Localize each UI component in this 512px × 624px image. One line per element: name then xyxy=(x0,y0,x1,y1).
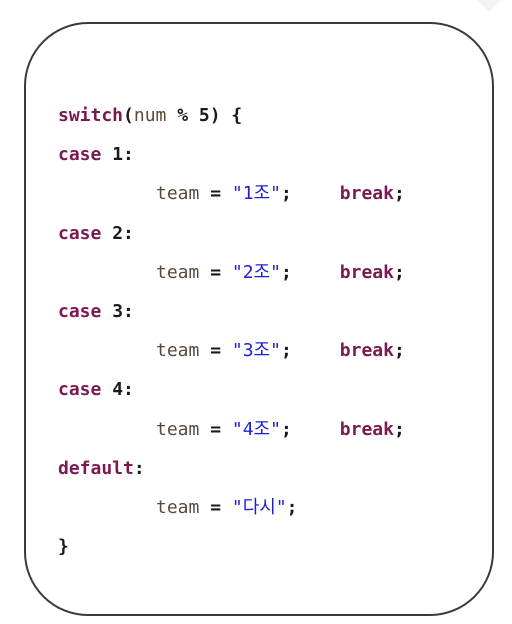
switch-variable: num xyxy=(133,105,167,126)
case-body-line: team = "1조";break; xyxy=(58,174,405,213)
case-colon: : xyxy=(123,222,134,244)
break-keyword: break xyxy=(339,340,394,362)
string-literal: "2조" xyxy=(231,261,281,283)
code-card: switch(num % 5) { case 1: team = "1조";br… xyxy=(24,22,494,616)
semicolon: ; xyxy=(280,183,292,205)
semicolon: ; xyxy=(286,496,298,518)
switch-line: switch(num % 5) { xyxy=(58,96,405,135)
semicolon: ; xyxy=(280,340,292,362)
code-block: switch(num % 5) { case 1: team = "1조";br… xyxy=(58,96,405,566)
case-number: 1 xyxy=(112,144,124,166)
case-number: 3 xyxy=(112,300,124,322)
semicolon: ; xyxy=(280,418,292,440)
string-literal: "다시" xyxy=(231,496,287,518)
assign-variable: team xyxy=(156,261,200,283)
assign-operator: = xyxy=(199,418,232,440)
case-keyword: case xyxy=(58,379,102,401)
assign-variable: team xyxy=(156,496,200,518)
case-body-line: team = "3조";break; xyxy=(58,331,405,370)
case-colon: : xyxy=(123,300,134,322)
assign-variable: team xyxy=(156,418,200,440)
break-keyword: break xyxy=(339,418,394,440)
string-literal: "4조" xyxy=(231,418,281,440)
semicolon: ; xyxy=(280,261,292,283)
case-keyword: case xyxy=(58,222,102,244)
open-brace: { xyxy=(220,105,243,126)
open-paren: ( xyxy=(123,105,134,126)
case-body-line: team = "4조";break; xyxy=(58,410,405,449)
switch-keyword: switch xyxy=(58,105,124,126)
default-colon: : xyxy=(133,457,145,479)
modulo-number: 5 xyxy=(198,105,210,126)
case-line: case 2: xyxy=(58,214,405,253)
assign-operator: = xyxy=(199,340,232,362)
corner-decoration xyxy=(476,0,502,12)
case-keyword: case xyxy=(58,144,102,166)
case-colon: : xyxy=(123,144,134,166)
assign-variable: team xyxy=(156,183,200,205)
assign-operator: = xyxy=(199,496,232,518)
break-keyword: break xyxy=(339,261,394,283)
break-keyword: break xyxy=(339,183,394,205)
assign-operator: = xyxy=(199,261,232,283)
modulo-operator: % xyxy=(166,105,199,126)
semicolon: ; xyxy=(393,340,405,362)
default-body-line: team = "다시"; xyxy=(58,488,405,527)
case-number: 2 xyxy=(112,222,124,244)
case-line: case 4: xyxy=(58,370,405,409)
case-line: case 1: xyxy=(58,135,405,174)
case-colon: : xyxy=(123,379,134,401)
closing-brace-line: } xyxy=(58,527,405,566)
case-number: 4 xyxy=(112,379,124,401)
string-literal: "1조" xyxy=(231,183,281,205)
semicolon: ; xyxy=(393,183,405,205)
close-brace: } xyxy=(58,536,69,558)
case-line: case 3: xyxy=(58,292,405,331)
semicolon: ; xyxy=(393,261,405,283)
default-line: default: xyxy=(58,449,405,488)
semicolon: ; xyxy=(393,418,405,440)
case-keyword: case xyxy=(58,300,102,322)
case-body-line: team = "2조";break; xyxy=(58,253,405,292)
close-paren: ) xyxy=(209,105,221,126)
assign-operator: = xyxy=(199,183,232,205)
string-literal: "3조" xyxy=(231,340,281,362)
assign-variable: team xyxy=(156,340,200,362)
default-keyword: default xyxy=(58,457,134,479)
